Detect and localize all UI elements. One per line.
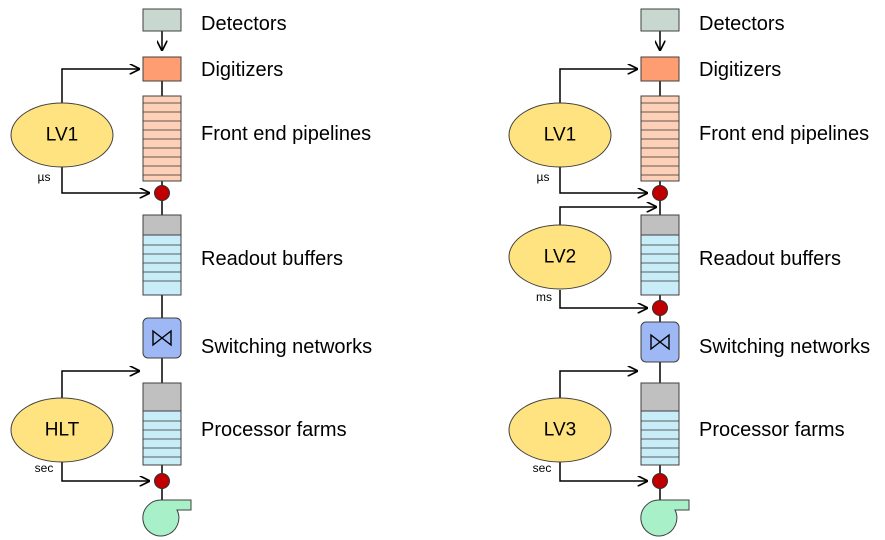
decision-node-icon (652, 473, 668, 489)
bowtie-switch-icon (142, 317, 182, 359)
right-diagram: Detectors Digitizers Front end pipelines… (508, 8, 870, 537)
lv1-time-label: µs (537, 170, 550, 184)
left-diagram: Detectors Digitizers Front end pipelines… (10, 8, 372, 537)
switching-networks-label: Switching networks (201, 336, 372, 358)
lv1-trigger-oval (10, 102, 114, 168)
hlt-trigger-oval (10, 397, 114, 463)
readout-buffers-label: Readout buffers (699, 248, 841, 270)
hlt-time-label: sec (35, 461, 54, 475)
pump-output-icon (640, 499, 690, 537)
processor-farm-stack (640, 382, 680, 466)
digitizers-label: Digitizers (201, 59, 283, 81)
bowtie-switch-icon (640, 321, 680, 363)
front-end-pipeline-stack (640, 95, 680, 182)
hlt-trigger-label: HLT (45, 420, 80, 441)
processor-farm-stack (142, 382, 182, 466)
lv1-trigger-oval (508, 102, 612, 168)
decision-node-icon (652, 300, 668, 316)
lv3-trigger-oval (508, 397, 612, 463)
front-end-pipelines-label: Front end pipelines (699, 123, 869, 145)
switching-networks-label: Switching networks (699, 336, 870, 358)
detectors-label: Detectors (699, 13, 785, 35)
lv3-trigger-label: LV3 (544, 420, 576, 441)
digitizers-label: Digitizers (699, 59, 781, 81)
readout-buffer-stack (142, 214, 182, 296)
digitizers-box (640, 56, 680, 82)
decision-node-icon (154, 473, 170, 489)
detectors-box (640, 8, 680, 32)
lv1-time-label: µs (38, 170, 51, 184)
lv1-trigger-label: LV1 (544, 125, 576, 146)
digitizers-box (142, 56, 182, 82)
readout-buffer-stack (640, 214, 680, 296)
lv2-trigger-oval (508, 224, 612, 290)
front-end-pipelines-label: Front end pipelines (201, 123, 371, 145)
processor-farms-label: Processor farms (699, 419, 845, 441)
detectors-label: Detectors (201, 13, 287, 35)
lv1-trigger-label: LV1 (46, 125, 78, 146)
detectors-box (142, 8, 182, 32)
lv3-time-label: sec (533, 461, 552, 475)
front-end-pipeline-stack (142, 95, 182, 182)
decision-node-icon (154, 185, 170, 201)
pump-output-icon (142, 499, 192, 537)
lv2-trigger-label: LV2 (544, 247, 576, 268)
decision-node-icon (652, 185, 668, 201)
lv2-time-label: ms (536, 290, 552, 304)
readout-buffers-label: Readout buffers (201, 248, 343, 270)
processor-farms-label: Processor farms (201, 419, 347, 441)
